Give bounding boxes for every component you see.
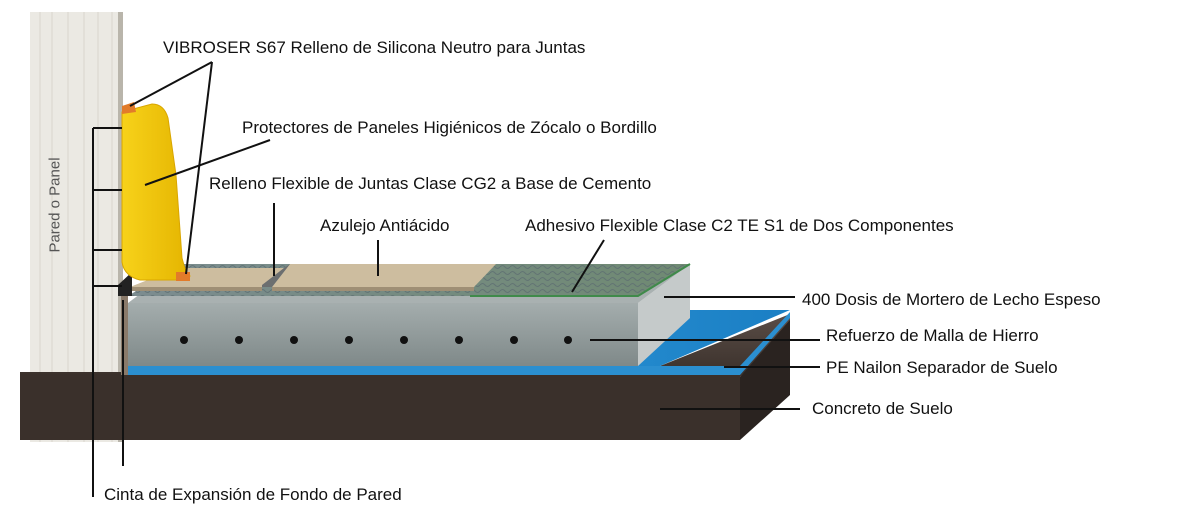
label-mesh: Refuerzo de Malla de Hierro (826, 326, 1039, 345)
mesh-dot (510, 336, 518, 344)
adhesive-green-edge (470, 263, 691, 297)
mesh-dot (180, 336, 188, 344)
label-expansion-tape: Cinta de Expansión de Fondo de Pared (104, 485, 402, 504)
wall-panel (30, 12, 122, 442)
nylon-edge (123, 312, 790, 375)
corner-fill (118, 272, 132, 296)
concrete-front (20, 374, 740, 440)
wall-panel-label: Pared o Panel (46, 157, 64, 253)
tile-joint (262, 264, 290, 287)
mesh-dot (290, 336, 298, 344)
expansion-tape (121, 285, 128, 375)
label-tile: Azulejo Antiácido (320, 216, 450, 235)
wall-bracket (92, 127, 122, 497)
label-joint-filler: Relleno Flexible de Juntas Clase CG2 a B… (209, 174, 652, 193)
wall-edge (118, 12, 123, 442)
mortar-front (128, 303, 638, 366)
label-concrete: Concreto de Suelo (812, 399, 953, 418)
mesh-dot (564, 336, 572, 344)
label-skirting: Protectores de Paneles Higiénicos de Zóc… (242, 118, 657, 137)
label-silicone: VIBROSER S67 Relleno de Silicona Neutro … (163, 38, 586, 57)
wall-grain (39, 12, 113, 442)
mesh-dot (345, 336, 353, 344)
label-nylon: PE Nailon Separador de Suelo (826, 358, 1058, 377)
mesh-dots (180, 336, 572, 344)
label-mortar: 400 Dosis de Mortero de Lecho Espeso (802, 290, 1101, 309)
mesh-dot (400, 336, 408, 344)
tile-1-front (130, 287, 262, 291)
skirting-profile (121, 103, 191, 281)
mesh-dot (235, 336, 243, 344)
leader-lines (122, 61, 820, 466)
mesh-dot (455, 336, 463, 344)
tile-2-front (272, 287, 474, 291)
tile-2 (272, 264, 496, 287)
silicone-bottom (176, 272, 190, 281)
label-adhesive: Adhesivo Flexible Clase C2 TE S1 de Dos … (525, 216, 954, 235)
